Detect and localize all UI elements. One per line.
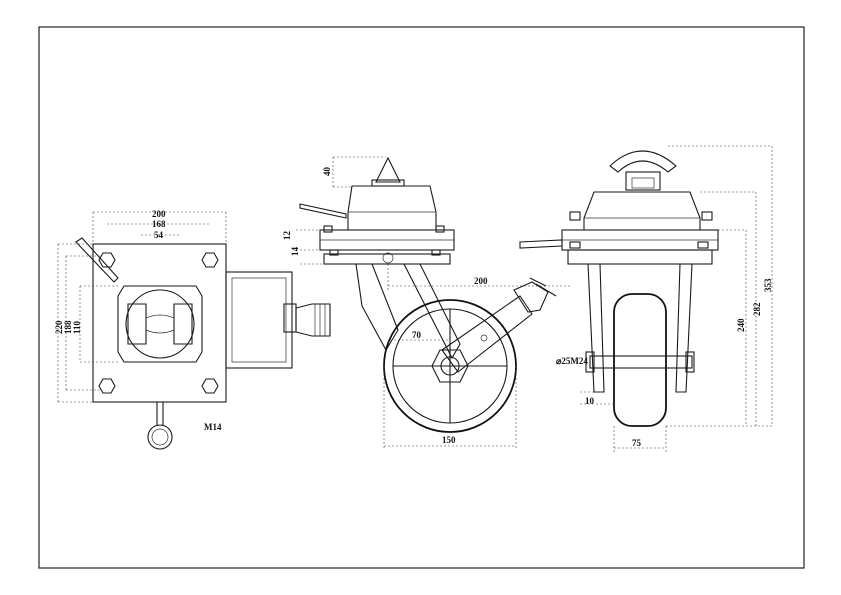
dim-top-width-168: 168: [152, 219, 166, 229]
dim-top-height-110: 110: [72, 320, 82, 334]
dim-top-40: 40: [322, 167, 332, 177]
dim-axle: ⌀25M24: [556, 356, 588, 366]
dim-bolt-m14: M14: [204, 422, 222, 432]
dim-pivot-70: 70: [412, 330, 422, 340]
side-view: 40 12 14 200 70 150: [282, 156, 572, 450]
dim-height-240: 240: [736, 318, 746, 332]
dim-top-width-200: 200: [152, 209, 166, 219]
dim-wheel-width-75: 75: [632, 438, 642, 448]
dim-top-height-220: 220: [54, 320, 64, 334]
drawing-frame: [38, 26, 805, 569]
dim-total-353: 353: [763, 278, 773, 292]
dim-offset-200: 200: [474, 276, 488, 286]
dim-top-height-188: 188: [63, 320, 73, 334]
dim-plate-12: 12: [282, 231, 292, 241]
dim-top-width-54: 54: [154, 230, 164, 240]
dim-plate-14: 14: [290, 247, 300, 257]
dim-wheel-150: 150: [442, 435, 456, 445]
dim-height-282: 282: [752, 302, 762, 316]
front-view: ⌀25M24 353 282 240 10 75: [519, 145, 773, 452]
dim-clearance-10: 10: [585, 396, 595, 406]
top-view: 200 168 54 220 188 110 M14: [54, 209, 331, 450]
